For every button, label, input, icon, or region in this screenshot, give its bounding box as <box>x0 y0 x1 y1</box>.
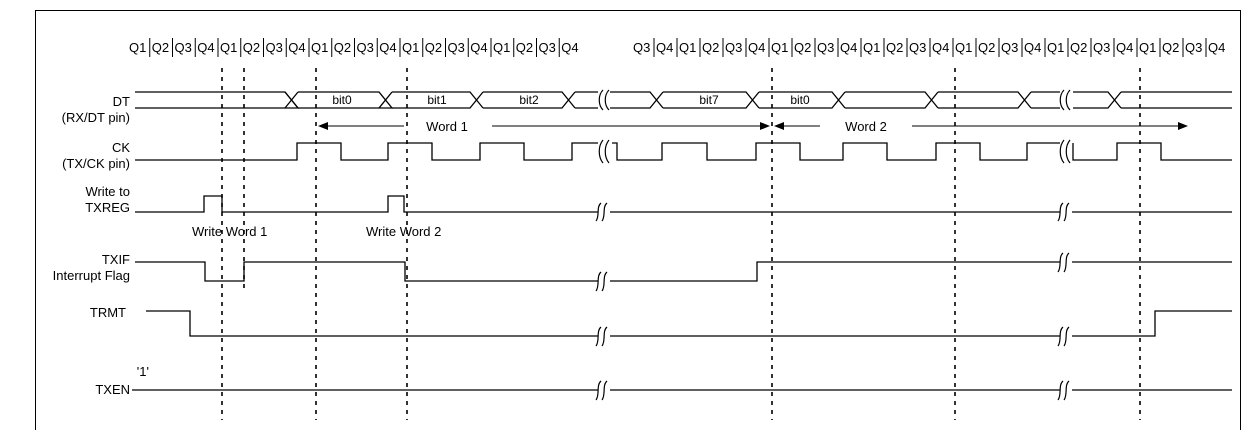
q-state-label: Q2 <box>886 40 903 55</box>
q-state-label: Q1 <box>1139 40 1156 55</box>
txreg-waveform: Write Word 1 Write Word 2 <box>135 195 1232 239</box>
diagram-frame <box>35 10 1241 430</box>
ck-label: CK <box>112 140 130 155</box>
q-state-label: Q1 <box>863 40 880 55</box>
q-state-label: Q2 <box>978 40 995 55</box>
q-state-label: Q1 <box>771 40 788 55</box>
q-state-label: Q2 <box>516 40 533 55</box>
write-word-1-note: Write Word 1 <box>192 224 267 239</box>
txen-level-label: '1' <box>137 364 149 379</box>
dt-label: DT <box>113 94 130 109</box>
q-state-label: Q4 <box>561 40 578 55</box>
dt-pin-label: (RX/DT pin) <box>62 110 130 125</box>
q-state-label: Q1 <box>493 40 510 55</box>
dt-bit-label: bit2 <box>519 93 539 107</box>
q-state-label: Q1 <box>679 40 696 55</box>
q-state-label: Q4 <box>288 40 305 55</box>
q-state-label: Q4 <box>379 40 396 55</box>
q-state-label: Q2 <box>243 40 260 55</box>
q-state-label: Q4 <box>1208 40 1225 55</box>
signal-labels: DT (RX/DT pin) CK (TX/CK pin) Write to T… <box>53 94 149 397</box>
word-2-label: Word 2 <box>845 119 887 134</box>
q-state-label: Q4 <box>197 40 214 55</box>
q-state-label: Q1 <box>129 40 146 55</box>
q-state-label: Q3 <box>1093 40 1110 55</box>
dt-bit-label: bit7 <box>699 93 719 107</box>
dt-waveform: bit0 bit1 bit2 bit7 bit0 <box>135 89 1232 111</box>
q-state-label: Q1 <box>220 40 237 55</box>
q-state-label: Q3 <box>633 40 650 55</box>
q-state-label: Q3 <box>909 40 926 55</box>
q-state-label: Q1 <box>1047 40 1064 55</box>
trmt-label: TRMT <box>90 305 126 320</box>
trmt-waveform <box>146 310 1232 347</box>
q-state-label: Q3 <box>725 40 742 55</box>
write-word-2-note: Write Word 2 <box>366 224 441 239</box>
q-state-label: Q3 <box>357 40 374 55</box>
q-state-label: Q2 <box>152 40 169 55</box>
word-arrows: Word 1 Word 2 <box>318 119 1188 134</box>
txen-waveform <box>132 380 1232 401</box>
q-state-label: Q1 <box>955 40 972 55</box>
ck-waveform <box>135 139 1232 164</box>
word-1-label: Word 1 <box>426 119 468 134</box>
txreg-label-line1: Write to <box>85 184 130 199</box>
q-state-label: Q2 <box>425 40 442 55</box>
q-state-label: Q4 <box>1116 40 1133 55</box>
txreg-label: TXREG <box>85 200 130 215</box>
q-state-label: Q2 <box>334 40 351 55</box>
q-state-label: Q3 <box>448 40 465 55</box>
q-state-label: Q3 <box>817 40 834 55</box>
q-state-header: Q1 Q2 Q3 Q4 Q1 Q2 Q3 Q4 Q1 Q2 Q3 Q4 Q1 Q2 Q3 Q4 Q1 Q2 Q3 Q4… <box>129 38 1225 57</box>
dt-bit-label: bit0 <box>790 93 810 107</box>
q-state-label: Q4 <box>656 40 673 55</box>
q-state-label: Q2 <box>794 40 811 55</box>
q-state-label: Q2 <box>1162 40 1179 55</box>
q-state-label: Q4 <box>840 40 857 55</box>
q-state-label: Q1 <box>311 40 328 55</box>
ck-pin-label: (TX/CK pin) <box>62 156 130 171</box>
q-state-label: Q3 <box>539 40 556 55</box>
txif-sub-label: Interrupt Flag <box>53 268 130 283</box>
q-state-label: Q4 <box>470 40 487 55</box>
dt-bit-label: bit0 <box>332 93 352 107</box>
q-state-label: Q2 <box>702 40 719 55</box>
q-state-label: Q3 <box>266 40 283 55</box>
txen-label: TXEN <box>95 382 130 397</box>
q-state-label: Q2 <box>1070 40 1087 55</box>
dt-bit-label: bit1 <box>427 93 447 107</box>
q-state-label: Q3 <box>1185 40 1202 55</box>
txif-label: TXIF <box>102 252 130 267</box>
q-state-label: Q4 <box>748 40 765 55</box>
q-state-label: Q3 <box>1001 40 1018 55</box>
guide-lines <box>221 68 1141 420</box>
q-state-label: Q4 <box>932 40 949 55</box>
q-state-label: Q1 <box>402 40 419 55</box>
q-state-label: Q3 <box>175 40 192 55</box>
q-state-label: Q4 <box>1024 40 1041 55</box>
txif-waveform <box>135 252 1232 292</box>
